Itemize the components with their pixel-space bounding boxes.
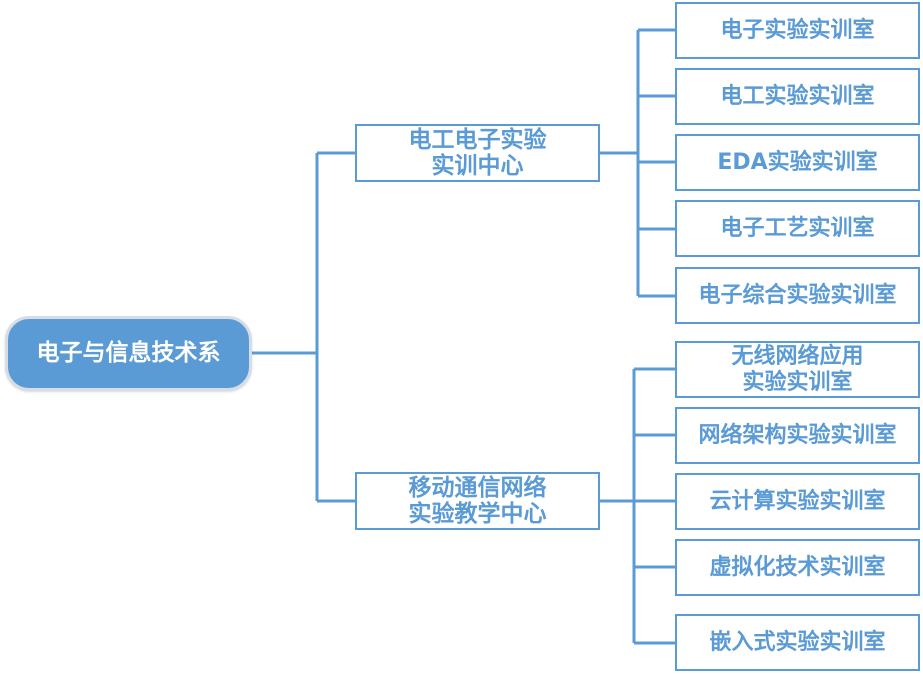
lab-node: 电子工艺实训室: [675, 200, 920, 257]
lab-node: 虚拟化技术实训室: [675, 539, 920, 596]
center-label: 电工电子实验 实训中心: [408, 126, 547, 179]
root-node-department: 电子与信息技术系: [5, 316, 252, 391]
root-label: 电子与信息技术系: [36, 340, 221, 367]
lab-label: 电子实验实训室: [720, 17, 875, 43]
lab-label: 电子综合实验实训室: [698, 282, 897, 308]
lab-node: 电工实验实训室: [675, 68, 920, 125]
lab-node: 电子实验实训室: [675, 2, 920, 59]
lab-node: EDA实验实训室: [675, 134, 920, 191]
center-node-mobile-network: 移动通信网络 实验教学中心: [355, 472, 600, 530]
lab-node: 云计算实验实训室: [675, 473, 920, 530]
lab-label: 虚拟化技术实训室: [709, 554, 886, 580]
lab-label: 无线网络应用 实验实训室: [731, 344, 864, 395]
lab-label: 网络架构实验实训室: [698, 422, 897, 448]
lab-label: 嵌入式实验实训室: [709, 629, 886, 655]
center-label: 移动通信网络 实验教学中心: [408, 474, 547, 527]
center-node-electrical: 电工电子实验 实训中心: [355, 124, 600, 182]
lab-node: 无线网络应用 实验实训室: [675, 341, 920, 398]
lab-node: 电子综合实验实训室: [675, 267, 920, 324]
lab-label: 电工实验实训室: [720, 83, 875, 109]
lab-node: 网络架构实验实训室: [675, 407, 920, 464]
lab-node: 嵌入式实验实训室: [675, 614, 920, 671]
lab-label: 云计算实验实训室: [709, 488, 886, 514]
lab-label: EDA实验实训室: [717, 149, 878, 175]
lab-label: 电子工艺实训室: [720, 215, 875, 241]
